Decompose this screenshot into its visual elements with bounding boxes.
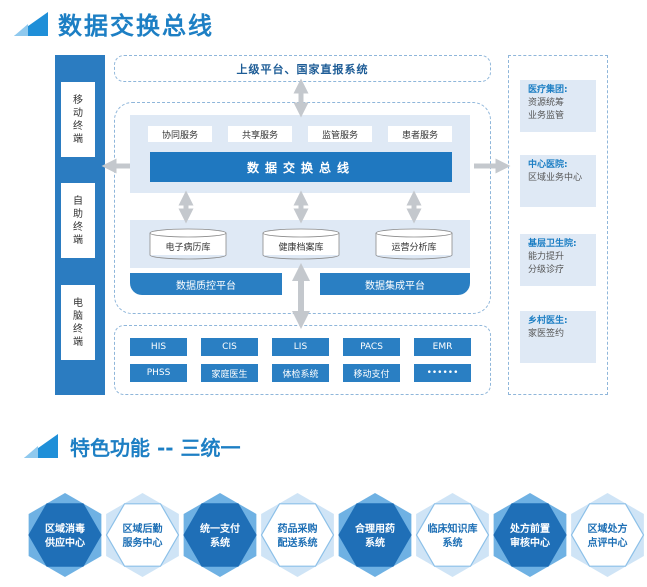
feature-label: 临床知识库 [428,522,478,535]
feature-hexagon-front [105,503,180,567]
system-cis: CIS [201,338,258,356]
section-title-data-bus: 数据交换总线 [58,12,214,40]
system-lis: LIS [272,338,329,356]
service-patient: 患者服务 [388,126,452,142]
feature-label: 统一支付 [200,522,240,535]
feature-hexagon-front [260,503,335,567]
feature-label: 供应中心 [44,536,85,549]
feature-label: 点评中心 [588,536,628,549]
database-health-record-cylinder [262,228,340,260]
institution-line: 业务监管 [528,111,565,121]
feature-label: 合理用药 [354,522,395,535]
features-row: 区域消毒供应中心区域后勤服务中心统一支付系统药品采购配送系统合理用药系统临床知识… [28,492,645,578]
service-sharing: 共享服务 [228,126,292,142]
database-label: 健康档案库 [278,243,324,253]
integration-platform: 数据集成平台 [320,273,470,295]
feature-label: 区域后勤 [123,522,163,535]
institution-title: 基层卫生院: [528,239,577,249]
feature-label: 区域处方 [588,522,628,535]
triangle-logo-icon [24,434,58,458]
institution-line: 区域业务中心 [528,173,583,183]
connectors-layer [101,78,511,329]
data-exchange-bus: 数据交换总线 [150,152,452,182]
institution-title: 中心医院: [528,160,568,170]
section-title-features: 特色功能 -- 三统一 [70,436,241,460]
system-phss: PHSS [130,364,187,382]
system-family-doctor: 家庭医生 [201,364,258,382]
institution-column [508,55,608,395]
system-his: HIS [130,338,187,356]
institution-line: 能力提升 [528,252,565,262]
terminal-kiosk: 自助终端 [61,183,95,258]
institution-line: 资源统筹 [528,98,565,108]
feature-hexagon-front [493,503,567,567]
feature-label: 系统 [210,536,230,549]
triangle-logo-icon [14,12,48,36]
system-emr: EMR [414,338,471,356]
institution-township-clinic: 基层卫生院: 能力提升 分级诊疗 [520,234,596,286]
system-more: •••••• [414,364,471,382]
quality-control-platform: 数据质控平台 [130,273,282,295]
terminal-mobile: 移动终端 [61,82,95,157]
terminal-desktop: 电脑终端 [61,285,95,360]
feature-hexagon-front [570,503,645,567]
institution-line: 分级诊疗 [528,265,565,275]
feature-hexagon-front [338,503,412,567]
service-supervision: 监管服务 [308,126,372,142]
database-label: 运营分析库 [391,243,437,253]
feature-label: 处方前置 [509,522,550,535]
feature-hexagon-front [28,503,102,567]
feature-hexagon-front [415,503,490,567]
feature-label: 系统 [365,536,385,549]
institution-title: 医疗集团: [528,85,568,95]
feature-label: 配送系统 [278,536,318,549]
institution-title: 乡村医生: [528,316,568,326]
database-ops-analysis-cylinder [375,228,453,260]
feature-label: 审核中心 [510,536,550,549]
system-checkup: 体检系统 [272,364,329,382]
system-pacs: PACS [343,338,400,356]
institution-line: 家医签约 [528,329,565,339]
feature-label: 区域消毒 [45,522,85,535]
feature-label: 药品采购 [278,522,318,535]
service-collaboration: 协同服务 [148,126,212,142]
feature-label: 系统 [443,536,463,549]
feature-hexagon-front [183,503,257,567]
database-label: 电子病历库 [165,243,211,253]
database-emr-cylinder [149,228,227,260]
institution-medical-group: 医疗集团: 资源统筹 业务监管 [520,80,596,132]
institution-village-doctor: 乡村医生: 家医签约 [520,311,596,363]
feature-label: 服务中心 [123,536,163,549]
system-mobile-pay: 移动支付 [343,364,400,382]
institution-central-hospital: 中心医院: 区域业务中心 [520,155,596,207]
